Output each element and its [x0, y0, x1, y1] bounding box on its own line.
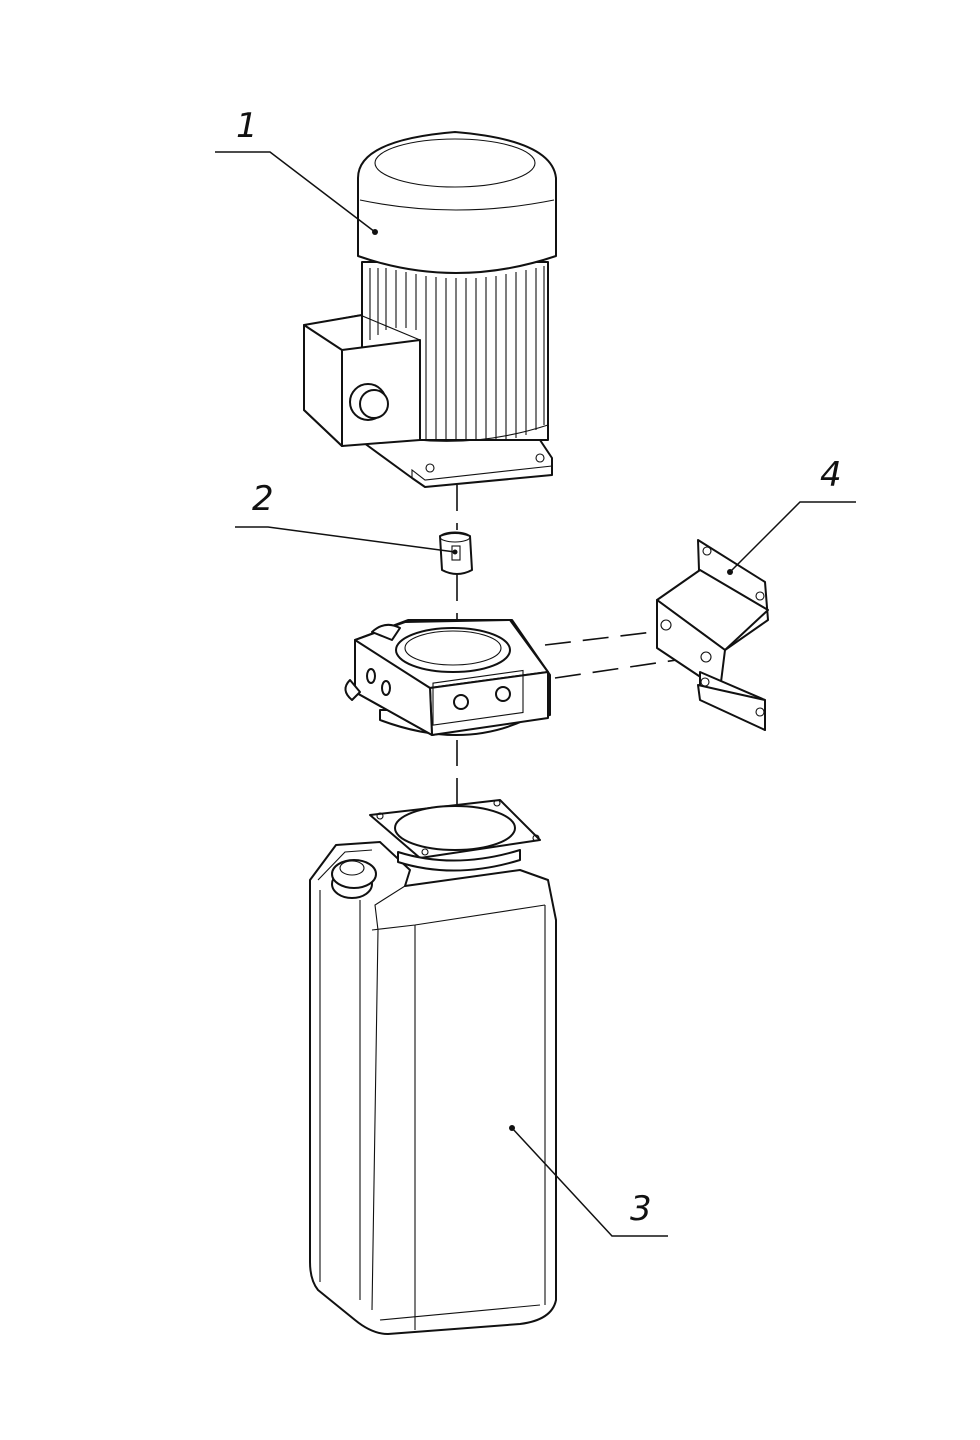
- callout-4: 4: [820, 455, 842, 495]
- pump-block: [344, 619, 551, 736]
- leader-lines: [215, 151, 856, 1237]
- callout-2: 2: [252, 479, 274, 519]
- callout-3: 3: [630, 1189, 652, 1229]
- coupling: [439, 531, 473, 575]
- oil-tank: [309, 799, 557, 1335]
- electric-motor: [303, 131, 557, 488]
- callout-1: 1: [236, 106, 258, 146]
- cooling-fins: [369, 266, 545, 440]
- mounting-bracket: [656, 539, 769, 731]
